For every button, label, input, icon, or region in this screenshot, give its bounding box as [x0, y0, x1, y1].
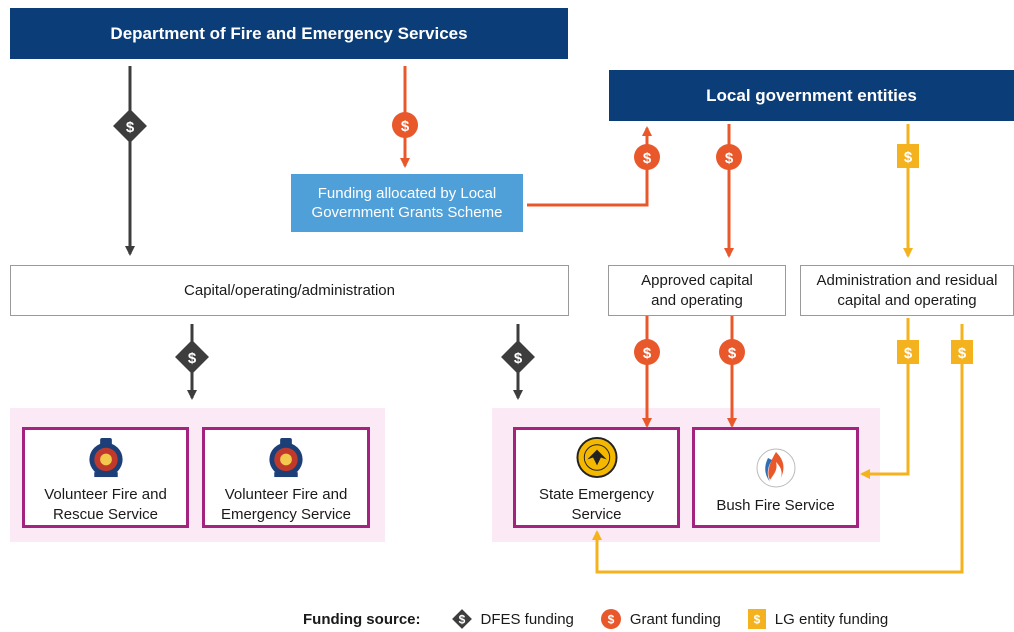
bush-fire-service-logo-icon — [756, 448, 795, 487]
svg-text:$: $ — [753, 613, 760, 627]
lg-square-icon: $ — [747, 609, 766, 629]
svg-text:$: $ — [643, 150, 652, 167]
svg-text:$: $ — [728, 345, 737, 362]
service-name: Volunteer Fire and Rescue Service — [44, 486, 167, 523]
grant-marker-icon: $ — [634, 144, 660, 170]
fire-rescue-badge-icon — [88, 437, 123, 478]
dfes-marker-icon: $ — [175, 340, 209, 374]
service-card: Volunteer Fire and Rescue Service — [22, 427, 189, 528]
svg-text:$: $ — [904, 345, 913, 362]
grant-marker-icon: $ — [719, 339, 745, 365]
local-government-box: Local government entities — [609, 70, 1014, 121]
svg-text:$: $ — [643, 345, 652, 362]
grant-marker-icon: $ — [392, 112, 418, 138]
service-card: State Emergency Service — [513, 427, 680, 528]
svg-text:$: $ — [514, 350, 523, 367]
approved-capital-box: Approved capital and operating — [608, 265, 786, 316]
service-name: State Emergency Service — [538, 486, 655, 523]
lg-marker-icon: $ — [951, 340, 973, 364]
service-card: Bush Fire Service — [692, 427, 859, 528]
service-name: Volunteer Fire and Emergency Service — [220, 486, 352, 523]
legend-lg-label: LG entity funding — [774, 610, 889, 628]
service-card: Volunteer Fire and Emergency Service — [202, 427, 370, 528]
capital-operating-admin-box: Capital/operating/administration — [10, 265, 569, 316]
legend-grant-label: Grant funding — [629, 610, 721, 628]
dfes-marker-icon: $ — [113, 109, 147, 143]
svg-text:$: $ — [458, 613, 465, 627]
grant-marker-icon: $ — [634, 339, 660, 365]
fire-rescue-badge-icon — [269, 437, 303, 478]
svg-text:$: $ — [725, 150, 734, 167]
svg-text:$: $ — [904, 149, 913, 166]
admin-residual-box: Administration and residual capital and … — [800, 265, 1014, 316]
legend-dfes-label: DFES funding — [480, 610, 574, 628]
dfes-marker-icon: $ — [501, 340, 535, 374]
svg-text:$: $ — [608, 613, 615, 627]
funding-source-legend: Funding source: $ DFES funding $ Grant f… — [303, 606, 888, 632]
svg-text:$: $ — [958, 345, 967, 362]
service-name: Bush Fire Service — [716, 496, 835, 514]
lg-marker-icon: $ — [897, 144, 919, 168]
svg-text:$: $ — [126, 119, 135, 136]
grant-marker-icon: $ — [716, 144, 742, 170]
legend-title: Funding source: — [303, 610, 421, 628]
dfes-box: Department of Fire and Emergency Service… — [10, 8, 568, 59]
svg-text:$: $ — [188, 350, 197, 367]
ses-eagle-badge-icon — [575, 436, 618, 479]
svg-text:$: $ — [401, 118, 410, 135]
dfes-diamond-icon: $ — [451, 609, 472, 629]
grants-scheme-box: Funding allocated by Local Government Gr… — [291, 174, 523, 232]
lg-marker-icon: $ — [897, 340, 919, 364]
grant-circle-icon: $ — [600, 609, 621, 629]
